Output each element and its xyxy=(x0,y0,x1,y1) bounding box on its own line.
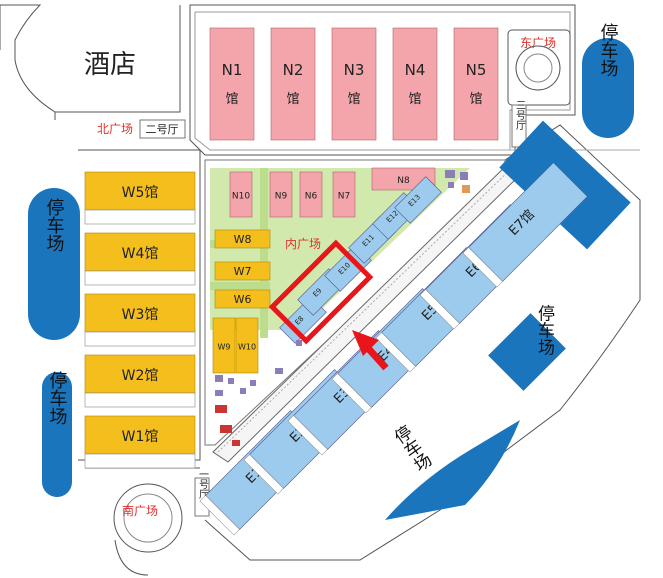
inner-hall-label: N7 xyxy=(338,192,350,202)
highlight-e9 xyxy=(268,239,374,345)
north-hall-n1: N1 馆 xyxy=(209,27,255,141)
svg-text:二号厅: 二号厅 xyxy=(146,123,179,136)
north-hall-code: N3 xyxy=(344,61,365,79)
inner-hall-label: W10 xyxy=(238,343,256,352)
inner-plaza-label: 内广场 xyxy=(285,237,321,251)
svg-text:一号厅: 一号厅 xyxy=(197,469,209,499)
inner-hall-label: E9 xyxy=(311,287,323,299)
north-hall-suffix: 馆 xyxy=(408,92,421,107)
hotel-label: 酒店 xyxy=(84,50,136,80)
west-hall-1: W1馆 xyxy=(84,415,196,469)
north-hall-n3: N3 馆 xyxy=(331,27,377,141)
west-hall-label: W1馆 xyxy=(122,429,159,445)
svg-text:停车场: 停车场 xyxy=(44,198,65,252)
east-halls: E1馆E2馆E3馆E4馆E5馆E6馆E7馆 xyxy=(199,162,588,536)
north-hall-n2: N2 馆 xyxy=(270,27,316,141)
west-hall-label: W3馆 xyxy=(122,307,159,323)
inner-hall-w7: W7 xyxy=(214,261,271,281)
gate-3: 三号厅 xyxy=(511,100,527,148)
north-hall-suffix: 馆 xyxy=(347,92,360,107)
west-hall-label: W4馆 xyxy=(122,246,159,262)
inner-hall-e13: E13 xyxy=(394,176,442,224)
parking-north-east xyxy=(582,38,634,138)
inner-hall-w6: W6 xyxy=(214,289,271,309)
inner-hall-w9: W9 xyxy=(212,317,236,374)
arrow-pointer-icon xyxy=(352,330,389,371)
north-hall-code: N5 xyxy=(466,61,487,79)
inner-hall-n9: N9 xyxy=(269,171,293,218)
north-hall-code: N2 xyxy=(283,61,304,79)
north-hall-code: N4 xyxy=(405,61,426,79)
parking-east-mid xyxy=(488,313,566,391)
inner-hall-label: N6 xyxy=(305,192,318,202)
north-hall-suffix: 馆 xyxy=(225,92,238,107)
inner-hall-n10: N10 xyxy=(229,171,253,218)
service-blocks xyxy=(215,170,470,446)
east-hall-7: E7馆 xyxy=(462,162,588,288)
north-hall-n5: N5 馆 xyxy=(453,27,499,141)
inner-hall-w8: W8 xyxy=(214,229,271,249)
east-plaza-label: 东广场 xyxy=(520,36,556,50)
west-hall-4: W4馆 xyxy=(84,232,196,286)
inner-hall-label: N8 xyxy=(397,176,410,186)
inner-hall-label: N10 xyxy=(232,192,250,202)
inner-hall-n7: N7 xyxy=(332,171,356,218)
gate-1: 一号厅 xyxy=(194,469,210,517)
west-hall-label: W5馆 xyxy=(122,185,159,201)
north-hall-suffix: 馆 xyxy=(469,92,482,107)
inner-hall-label: N9 xyxy=(275,192,288,202)
svg-text:停车场: 停车场 xyxy=(598,23,619,77)
inner-hall-label: W9 xyxy=(218,343,231,352)
south-plaza-label: 南广场 xyxy=(122,503,158,518)
inner-hall-label: W6 xyxy=(234,293,252,306)
west-hall-5: W5馆 xyxy=(84,171,196,225)
svg-text:停车场: 停车场 xyxy=(534,304,555,356)
north-hall-n4: N4 馆 xyxy=(392,27,438,141)
west-hall-2: W2馆 xyxy=(84,354,196,408)
parking-west-lower xyxy=(42,372,72,497)
svg-text:停车场: 停车场 xyxy=(388,423,435,477)
svg-text:停车场: 停车场 xyxy=(47,371,68,425)
inner-hall-label: W8 xyxy=(234,233,252,246)
north-hall-code: N1 xyxy=(222,61,243,79)
gate-2: 二号厅 xyxy=(139,119,186,139)
svg-text:三号厅: 三号厅 xyxy=(514,100,526,130)
west-hall-label: W2馆 xyxy=(122,368,159,384)
west-halls: W5馆 W4馆 W3馆 W2馆 W1馆 xyxy=(84,171,196,469)
inner-hall-n6: N6 xyxy=(299,171,323,218)
parking-west-upper xyxy=(28,188,80,340)
north-plaza-label: 北广场 xyxy=(97,122,133,136)
inner-hall-label: W7 xyxy=(234,265,252,278)
north-hall-suffix: 馆 xyxy=(286,92,299,107)
inner-hall-label: E8 xyxy=(293,315,305,327)
north-halls: N1 馆 N2 馆 N3 馆 N4 馆 N5 馆 xyxy=(209,27,499,141)
west-hall-3: W3馆 xyxy=(84,293,196,347)
parking-south-east xyxy=(385,420,520,520)
inner-hall-w10: W10 xyxy=(235,317,259,374)
